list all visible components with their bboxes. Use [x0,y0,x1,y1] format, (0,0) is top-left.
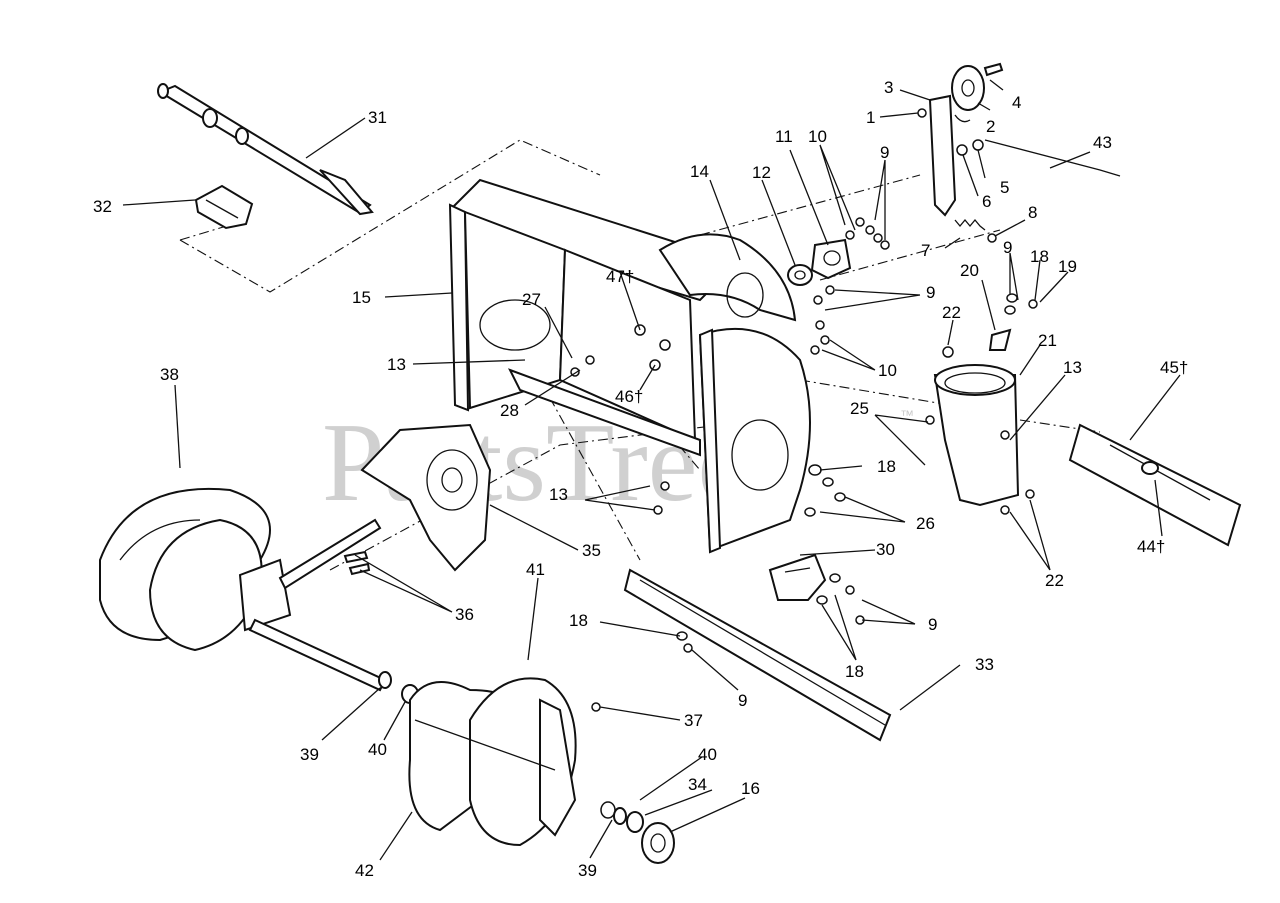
callout-9d: 9 [928,615,937,634]
callout-18d: 18 [569,611,588,630]
callout-32: 32 [93,197,112,216]
callout-35: 35 [582,541,601,560]
part-38-auger-left [99,487,271,652]
callout-39a: 39 [300,745,319,764]
part-36-keys [343,550,371,576]
callout-labels: 1 2 3 4 5 6 7 8 9 9 9 9 9 10 10 11 12 13… [93,78,1188,880]
part-34-16-hub [600,801,675,864]
callout-34: 34 [688,775,707,794]
watermark-tm: ™ [900,407,914,423]
part-31-shaft [157,83,374,216]
callout-6: 6 [982,192,991,211]
callout-37: 37 [684,711,703,730]
part-21-chute [933,328,1020,507]
leader-lines [122,79,1181,861]
callout-5: 5 [1000,178,1009,197]
callout-7: 7 [921,241,930,260]
callout-36: 36 [455,605,474,624]
callout-14: 14 [690,162,709,181]
gearbox-axle [238,518,387,692]
callout-2: 2 [986,117,995,136]
callout-22a: 22 [942,303,961,322]
callout-31: 31 [368,108,387,127]
callout-11: 11 [775,127,793,146]
callout-25: 25 [850,399,869,418]
callout-46: 46† [615,387,643,406]
callout-30: 30 [876,540,895,559]
callout-12: 12 [752,163,771,182]
callout-10a: 10 [808,127,827,146]
callout-15: 15 [352,288,371,307]
part-33-scraper-bar [623,568,892,742]
callout-18a: 18 [1030,247,1049,266]
part-39-40-left [378,671,419,704]
callout-40b: 40 [698,745,717,764]
part-15-housing [448,178,722,457]
callout-44: 44† [1137,537,1165,556]
callout-27: 27 [522,290,541,309]
hardware-nuts [570,108,1038,712]
part-7-spring [954,218,997,243]
callout-9e: 9 [738,691,747,710]
part-43-cable [984,139,1121,177]
callout-45: 45† [1160,358,1188,377]
callout-3: 3 [884,78,893,97]
callout-9c: 9 [926,283,935,302]
right-side-panel [698,327,811,554]
callout-8: 8 [1028,203,1037,222]
part-35-impeller [360,423,492,572]
callout-16: 16 [741,779,760,798]
part-3-idler-arm [928,62,1004,217]
part-30-skid-shoe [768,553,827,601]
callout-18c: 18 [845,662,864,681]
callout-13c: 13 [549,485,568,504]
callout-18b: 18 [877,457,896,476]
callout-9a: 9 [880,143,889,162]
callout-1: 1 [866,108,875,127]
callout-33: 33 [975,655,994,674]
callout-43: 43 [1093,133,1112,152]
part-14-impeller-housing [658,233,797,322]
callout-10b: 10 [878,361,897,380]
callout-26: 26 [916,514,935,533]
callout-42: 42 [355,861,374,880]
callout-39b: 39 [578,861,597,880]
callout-38: 38 [160,365,179,384]
callout-47: 47† [606,267,634,286]
callout-19: 19 [1058,257,1077,276]
callout-21: 21 [1038,331,1057,350]
callout-13b: 13 [1063,358,1082,377]
callout-41: 41 [526,560,545,579]
callout-40a: 40 [368,740,387,759]
callout-9b: 9 [1003,238,1012,257]
part-41-auger-right [408,677,577,847]
part-32-bracket [194,184,254,230]
callout-4: 4 [1012,93,1021,112]
callout-22b: 22 [1045,571,1064,590]
callout-13a: 13 [387,355,406,374]
part-11-12-bearing [787,238,852,286]
callout-20: 20 [960,261,979,280]
callout-28: 28 [500,401,519,420]
